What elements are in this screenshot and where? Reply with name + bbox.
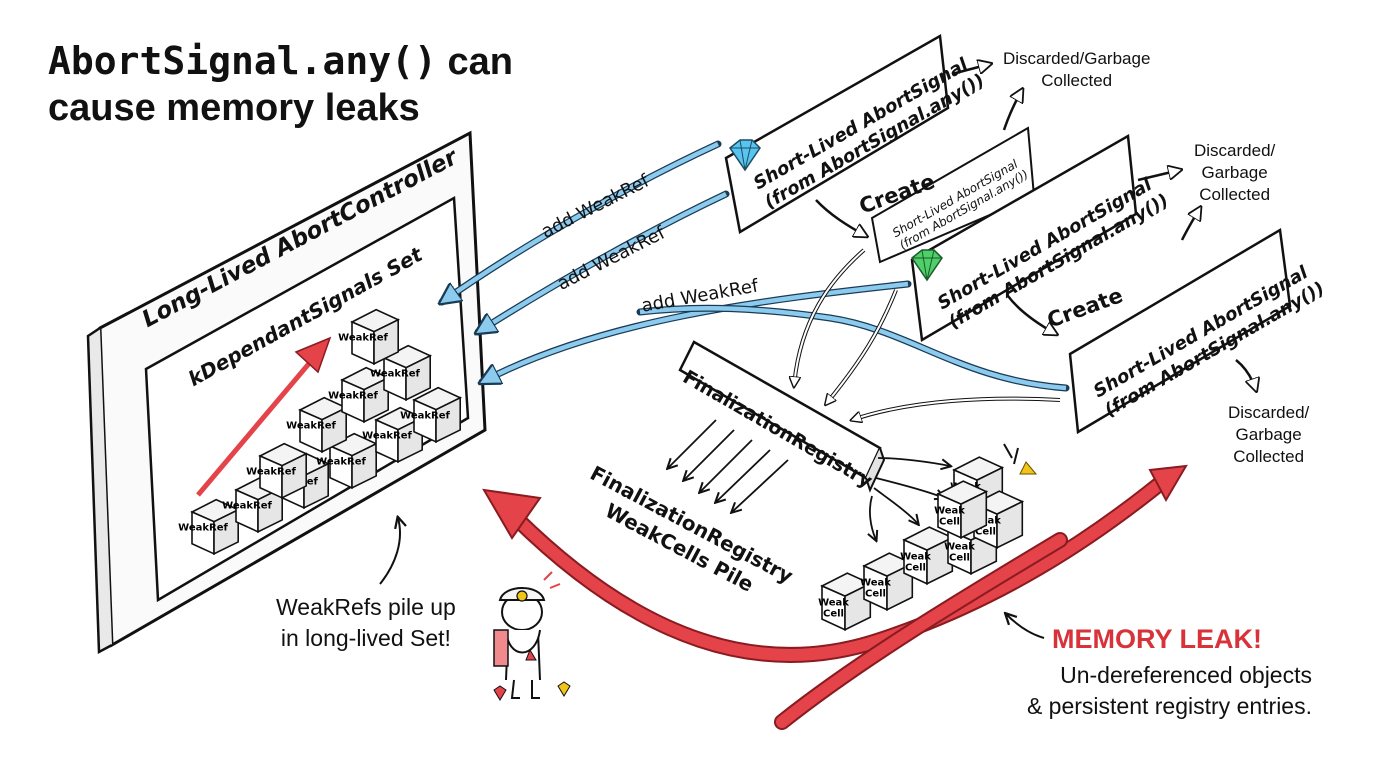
discarded-label-2: Discarded/ Garbage Collected	[1194, 140, 1275, 206]
signal-box-1	[724, 33, 950, 234]
cube-label: WeakRef	[316, 456, 366, 467]
note-line-1: WeakRefs pile up	[276, 594, 456, 620]
discarded-2-line1: Discarded/	[1194, 141, 1276, 160]
cube-label: WeakRef	[400, 410, 450, 421]
title-line2: cause memory leaks	[48, 87, 420, 129]
weakref-cube: WeakRef	[400, 386, 463, 444]
signal-box-4	[1068, 227, 1292, 435]
memory-leak-title: MEMORY LEAK!	[1052, 624, 1263, 654]
cube-label: Cell	[949, 552, 970, 563]
leak-line-2: & persistent registry entries.	[1026, 693, 1312, 719]
weakref-pile-note: WeakRefs pile up in long-lived Set!	[276, 592, 456, 654]
discarded-1-line2: Collected	[1041, 71, 1113, 90]
discarded-3-line3: Collected	[1233, 447, 1305, 466]
weakref-cube-pile: WeakRefWeakRefWeakRefWeakRefWeakRefWeakR…	[178, 308, 463, 556]
weakref-cube: WeakRef	[316, 432, 379, 490]
gem-blue-icon	[728, 139, 761, 172]
cube-label: WeakRef	[338, 332, 388, 343]
cube-label: Weak	[818, 597, 849, 608]
cube-label: WeakRef	[246, 466, 296, 477]
cube-label: Weak	[934, 505, 965, 516]
cube-label: Weak	[860, 577, 891, 588]
discarded-1-line1: Discarded/Garbage	[1003, 49, 1151, 68]
page-title: AbortSignal.any() can cause memory leaks	[48, 38, 513, 131]
weak-cell-cube: WeakCell	[934, 480, 989, 539]
memory-leak-description: Un-dereferenced objects & persistent reg…	[1027, 660, 1312, 722]
worried-worker-figure	[493, 571, 561, 699]
cube-label: WeakRef	[286, 420, 336, 431]
cube-label: WeakRef	[222, 500, 272, 511]
discarded-label-3: Discarded/ Garbage Collected	[1228, 402, 1309, 468]
weakref-arrows	[442, 140, 1070, 392]
weak-cell-pile: WeakCellWeakCellWeakCellWeakCellWeakCell…	[818, 456, 1025, 631]
cube-label: Cell	[823, 608, 844, 619]
cube-label: WeakRef	[362, 430, 412, 441]
weakref-cube: WeakRef	[328, 366, 391, 424]
gem-green-icon	[910, 249, 943, 282]
cube-label: Cell	[865, 588, 886, 599]
create-arrows	[815, 199, 1056, 334]
weakref-cube: WeakRef	[286, 396, 349, 454]
cube-label: WeakRef	[178, 522, 228, 533]
title-rest: can	[436, 41, 513, 83]
title-code: AbortSignal.any()	[48, 39, 437, 83]
cube-label: Cell	[905, 562, 926, 573]
cube-label: WeakRef	[328, 390, 378, 401]
discarded-3-line1: Discarded/	[1228, 403, 1310, 422]
alert-sparks-icon	[1003, 443, 1038, 475]
leak-line-1: Un-dereferenced objects	[1060, 662, 1312, 688]
discard-arrows	[951, 64, 1256, 390]
weakref-cube: WeakRef	[338, 308, 401, 366]
discarded-3-line2: Garbage	[1235, 425, 1302, 444]
cube-label: Cell	[939, 516, 960, 527]
discarded-2-line3: Collected	[1199, 185, 1271, 204]
registry-output-arrows	[668, 419, 950, 540]
growth-arrow	[196, 336, 332, 497]
memory-leak-arrow	[482, 464, 1188, 730]
discarded-2-line2: Garbage	[1201, 163, 1268, 182]
cube-label: Cell	[975, 526, 996, 537]
cube-label: Weak	[944, 541, 975, 552]
weakref-cube: WeakRef	[246, 442, 309, 500]
cube-label: WeakRef	[370, 368, 420, 379]
discarded-label-1: Discarded/Garbage Collected	[1003, 48, 1150, 92]
cube-label: Weak	[900, 551, 931, 562]
note-line-2: in long-lived Set!	[280, 625, 451, 651]
weakref-cube: WeakRef	[370, 344, 433, 402]
registry-feed-arrows	[794, 248, 1061, 420]
fallen-gems-icon	[493, 681, 571, 701]
note-pointer-arrows	[379, 518, 1045, 639]
signal-box-3	[910, 133, 1138, 343]
weak-cell-cube: WeakCell	[900, 526, 955, 585]
